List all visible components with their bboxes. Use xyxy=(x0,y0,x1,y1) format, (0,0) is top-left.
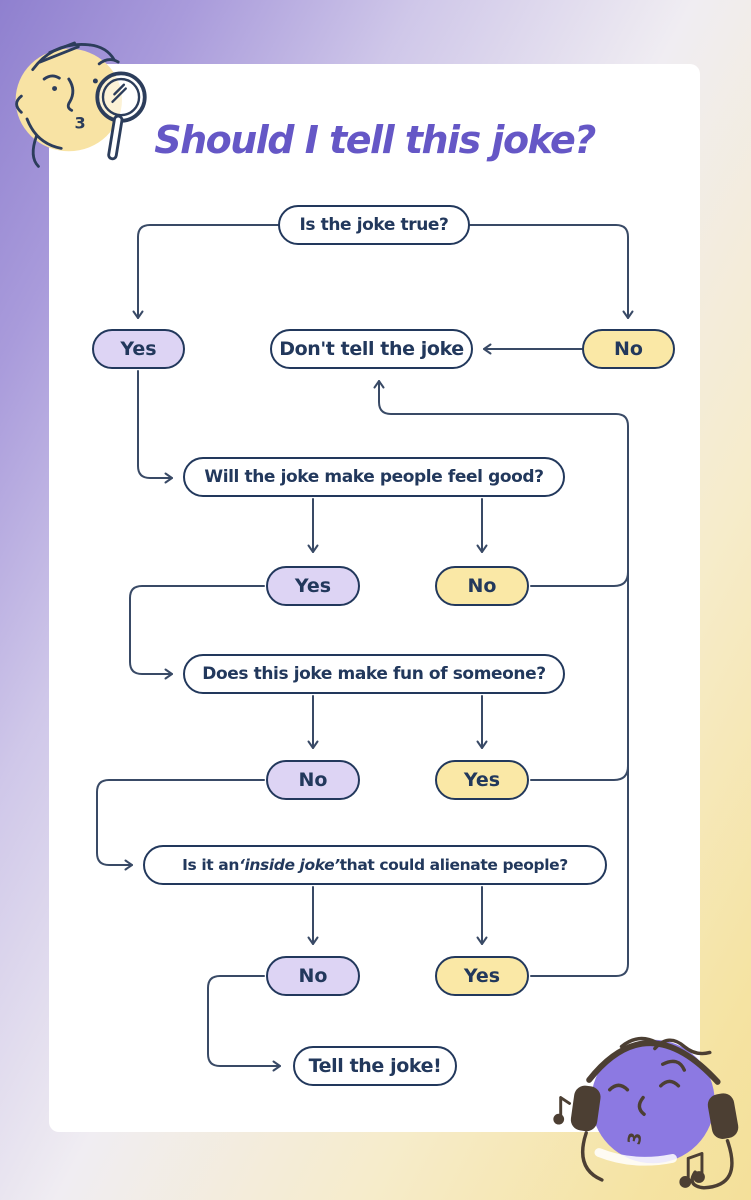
node-dont-tell-the-joke: Don't tell the joke xyxy=(270,329,473,369)
node-label: Will the joke make people feel good? xyxy=(204,467,544,487)
pill-yes-inside-joke: Yes xyxy=(435,956,529,996)
node-label: No xyxy=(298,769,328,791)
pill-no-true: No xyxy=(582,329,675,369)
node-label: No xyxy=(467,575,497,597)
node-label-suffix: that could alienate people? xyxy=(339,856,569,874)
node-label: Yes xyxy=(294,575,332,597)
node-label: Yes xyxy=(463,769,501,791)
node-label: Tell the joke! xyxy=(308,1055,442,1077)
page-title: Should I tell this joke? xyxy=(154,118,596,162)
pill-yes-feel-good: Yes xyxy=(266,566,360,606)
headphones-character-icon: 3 xyxy=(553,1036,739,1190)
node-is-the-joke-true: Is the joke true? xyxy=(278,205,470,245)
node-label: No xyxy=(614,338,643,360)
pill-no-make-fun: No xyxy=(266,760,360,800)
pill-yes-make-fun: Yes xyxy=(435,760,529,800)
svg-text:3: 3 xyxy=(75,113,86,132)
node-label: No xyxy=(298,965,328,987)
pill-no-inside-joke: No xyxy=(266,956,360,996)
node-label: Yes xyxy=(463,965,501,987)
magnifying-glass-character-icon: 3 xyxy=(15,41,147,168)
node-tell-the-joke: Tell the joke! xyxy=(293,1046,457,1086)
node-label: Is the joke true? xyxy=(299,215,449,235)
node-label: Yes xyxy=(120,338,157,360)
node-does-joke-make-fun-of-someone: Does this joke make fun of someone? xyxy=(183,654,565,694)
node-will-joke-make-people-feel-good: Will the joke make people feel good? xyxy=(183,457,565,497)
node-label-emphasis: ‘inside joke’ xyxy=(238,856,340,874)
node-is-it-an-inside-joke: Is it an ‘inside joke’ that could aliena… xyxy=(143,845,607,885)
node-label: Don't tell the joke xyxy=(279,338,464,360)
pill-no-feel-good: No xyxy=(435,566,529,606)
node-label-prefix: Is it an xyxy=(182,856,239,874)
pill-yes-true: Yes xyxy=(92,329,185,369)
svg-text:3: 3 xyxy=(625,1131,647,1147)
node-label: Does this joke make fun of someone? xyxy=(202,664,546,684)
